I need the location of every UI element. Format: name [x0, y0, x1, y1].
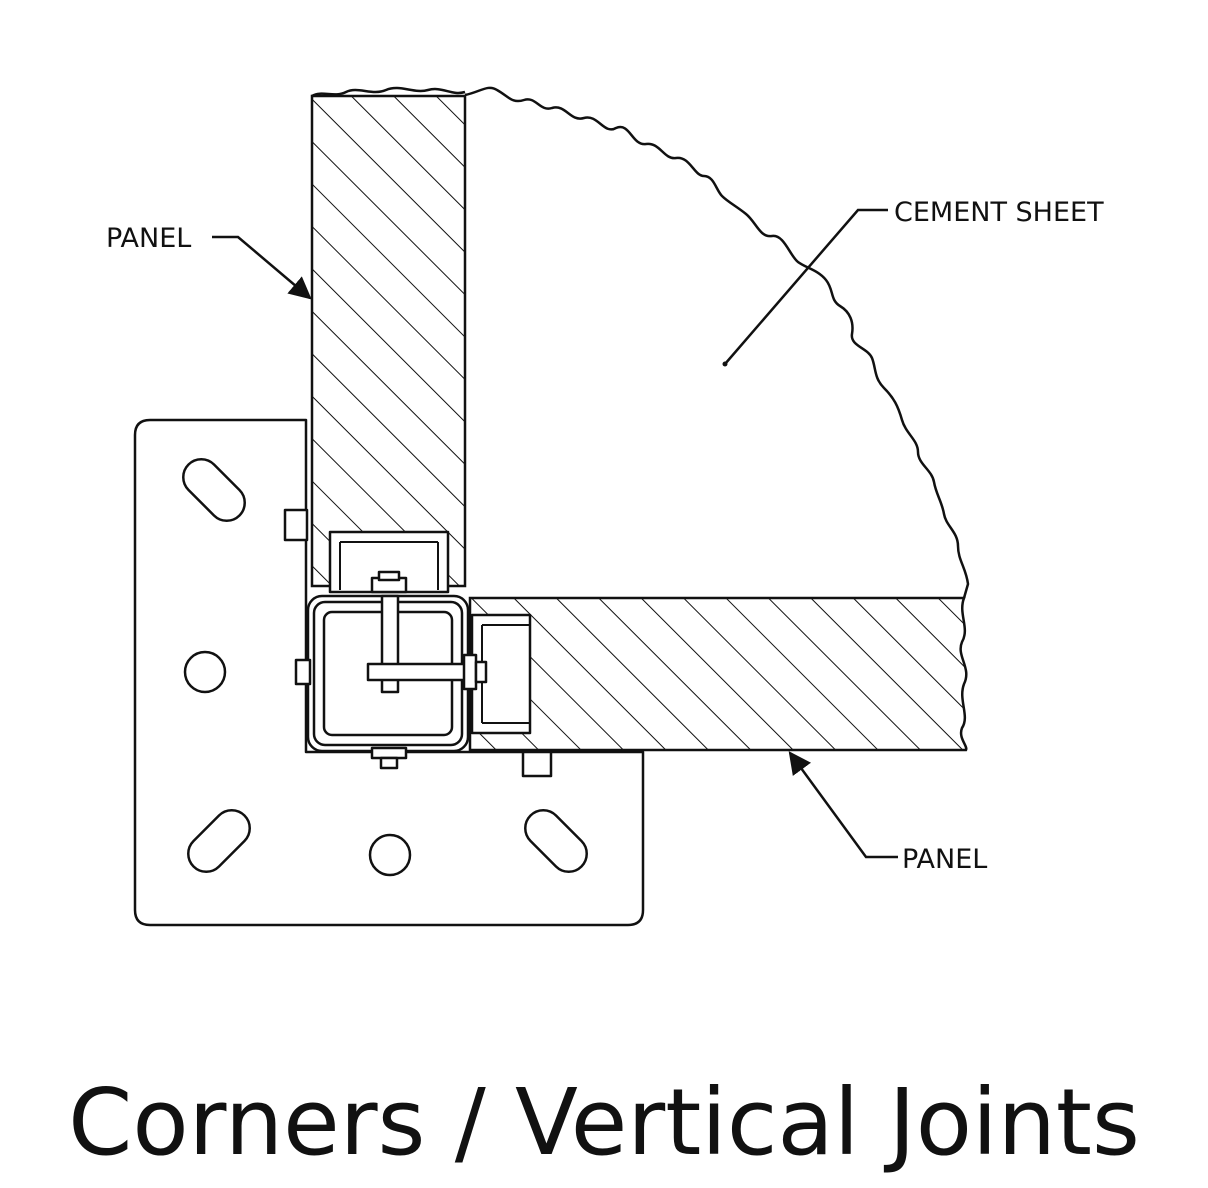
cross-bracket-horizontal: [366, 662, 470, 682]
horizontal-panel: [468, 596, 968, 752]
bolt-nut-right: [474, 660, 488, 684]
label-cement-sheet: CEMENT SHEET: [894, 197, 1104, 228]
slot-hole-top-left: [182, 458, 246, 522]
bolt-nut-bottom: [379, 756, 399, 770]
vertical-panel-top-edge: [311, 86, 466, 98]
vertical-panel: [310, 94, 467, 588]
bolt-head-right: [462, 653, 478, 691]
round-hole-bottom: [368, 833, 412, 877]
diagram-caption: Corners / Vertical Joints: [68, 1069, 1140, 1176]
slot-hole-bottom-left: [187, 809, 251, 873]
bolt-head-left: [294, 658, 312, 686]
bolt-nut-top: [377, 570, 401, 582]
slot-hole-bottom-right: [524, 809, 588, 873]
bolt-head-bottom: [370, 746, 408, 760]
leader-panel-top: [212, 235, 312, 300]
bolt-head-left-panel: [283, 508, 309, 542]
leader-panel-bottom: [788, 751, 898, 859]
label-panel-top: PANEL: [106, 223, 191, 254]
corner-joint-diagram: PANEL CEMENT SHEET PANEL: [106, 86, 1104, 927]
cement-sheet-outline: [464, 86, 970, 599]
label-panel-bottom: PANEL: [902, 844, 987, 875]
leader-cement-sheet: [724, 208, 888, 365]
round-hole-left: [183, 650, 227, 694]
corner-bracket-plate: [133, 418, 645, 927]
bolt-head-bottom-panel: [521, 750, 553, 778]
